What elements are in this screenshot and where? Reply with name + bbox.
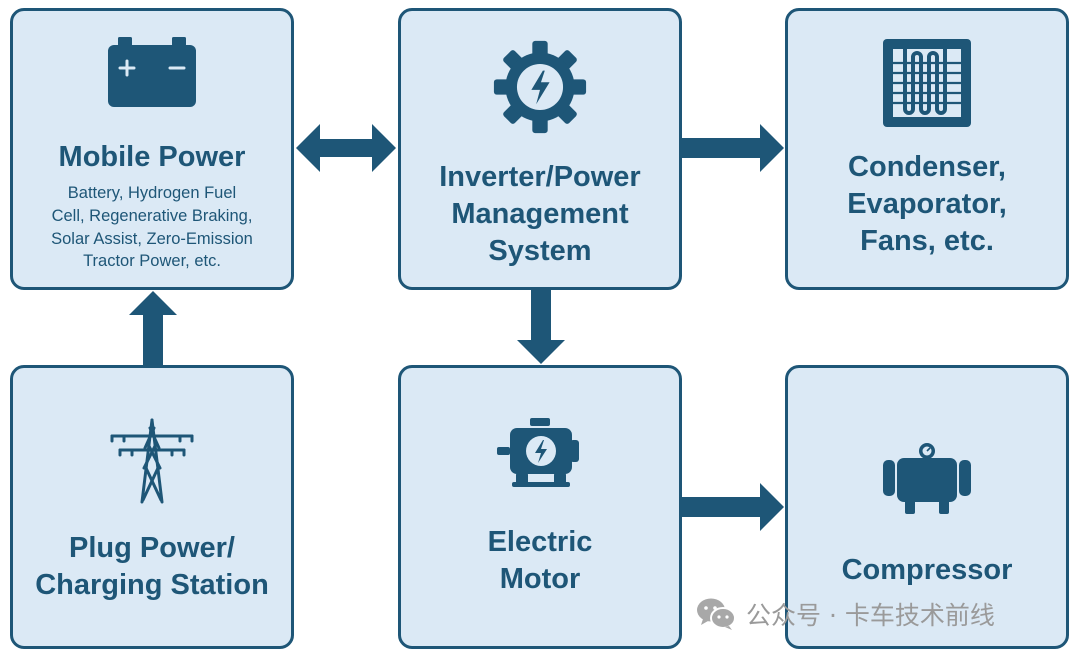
mobile-power-subtitle: Battery, Hydrogen Fuel Cell, Regenerativ… bbox=[51, 184, 253, 271]
gear-lightning-icon bbox=[493, 40, 587, 134]
arrow-inverter-motor bbox=[517, 290, 565, 364]
arrow-inverter-condenser bbox=[682, 124, 784, 172]
condenser-title: Condenser, Evaporator, Fans, etc. bbox=[847, 151, 1007, 258]
condenser-coil-icon bbox=[883, 39, 971, 127]
mobile-power-title: Mobile Power bbox=[58, 141, 246, 173]
battery-icon bbox=[108, 37, 196, 107]
compressor-title: Compressor bbox=[841, 554, 1013, 586]
inverter-title: Inverter/Power Management System bbox=[439, 161, 641, 268]
node-electric-motor: Electric Motor bbox=[398, 365, 682, 649]
power-pylon-icon bbox=[110, 418, 194, 504]
watermark: 公众号 · 卡车技术前线 bbox=[696, 596, 995, 632]
plug-power-title: Plug Power/ Charging Station bbox=[35, 532, 269, 602]
electric-motor-icon bbox=[497, 418, 579, 487]
node-inverter: Inverter/Power Management System bbox=[398, 8, 682, 290]
wechat-icon bbox=[697, 598, 736, 630]
node-mobile-power: Mobile Power Battery, Hydrogen Fuel Cell… bbox=[10, 8, 294, 290]
node-compressor: Compressor bbox=[785, 365, 1069, 649]
node-plug-power: Plug Power/ Charging Station bbox=[10, 365, 294, 649]
watermark-text: 公众号 · 卡车技术前线 bbox=[746, 601, 995, 630]
node-condenser: Condenser, Evaporator, Fans, etc. bbox=[785, 8, 1069, 290]
arrow-mobile-power-inverter bbox=[296, 124, 396, 172]
arrow-plug-mobile bbox=[129, 291, 177, 365]
electric-motor-title: Electric Motor bbox=[487, 526, 593, 596]
compressor-icon bbox=[883, 443, 971, 514]
arrow-motor-compressor bbox=[682, 483, 784, 531]
